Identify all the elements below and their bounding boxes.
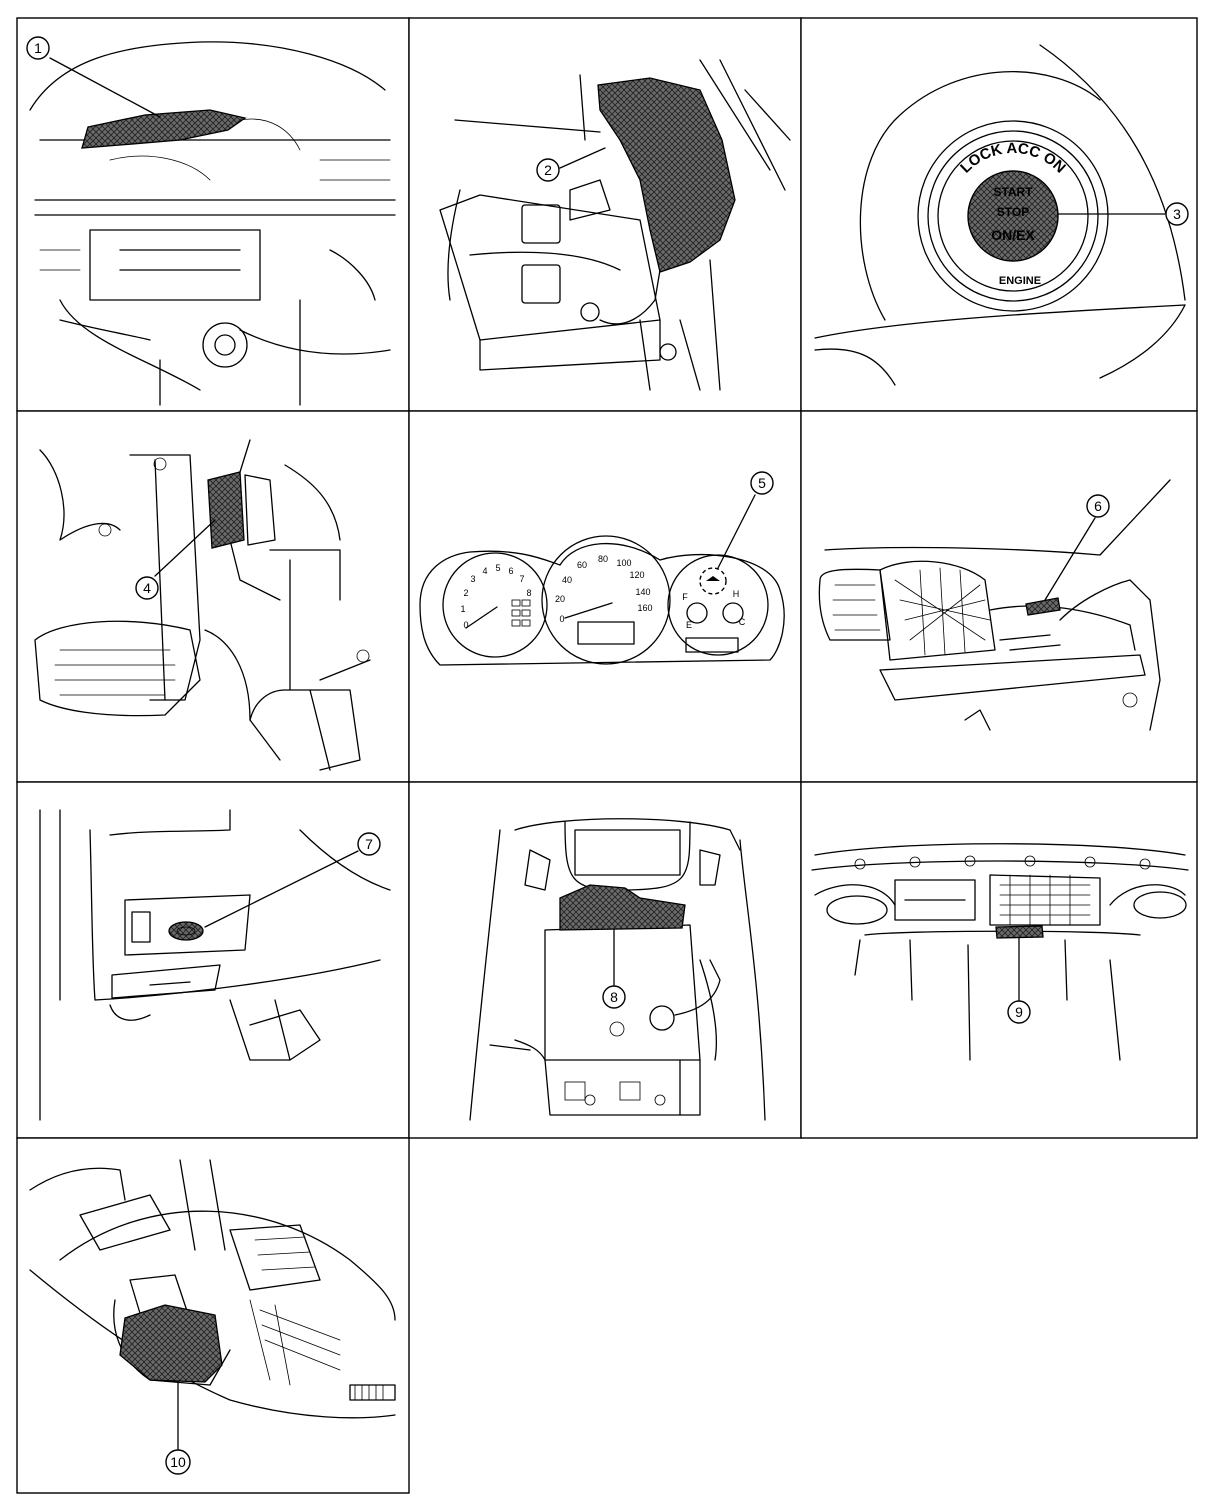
- svg-text:H: H: [733, 589, 740, 599]
- ignition-start-label: START: [993, 185, 1033, 199]
- svg-text:2: 2: [544, 162, 552, 178]
- control-unit-8-shape: [559, 884, 686, 931]
- module-9-shape: [995, 925, 1044, 939]
- ignition-button-3: [967, 170, 1059, 262]
- panel-7-dash-switch: [16, 781, 410, 1139]
- svg-text:10: 10: [170, 1454, 186, 1470]
- ignition-onoff-label: ON/EX: [991, 227, 1035, 243]
- sensor-6-shape: [1025, 597, 1061, 616]
- speed-ticks: 0 20 40 60 80 100 120 140 160: [555, 554, 653, 624]
- svg-text:2: 2: [463, 588, 468, 598]
- callout-9: 9: [1007, 1000, 1031, 1024]
- svg-text:5: 5: [495, 563, 500, 573]
- panel-2-battery-fuse-box: [408, 17, 802, 412]
- svg-text:160: 160: [637, 603, 652, 613]
- callout-3: 3: [1165, 202, 1189, 226]
- svg-text:8: 8: [526, 588, 531, 598]
- panel-4-stop-lamp-switch: [16, 410, 410, 783]
- switch-7-shape: [168, 921, 204, 941]
- panel-3-push-button-ignition: LOCK ACC ON START STOP ON/EX ENGINE: [800, 17, 1198, 412]
- speedometer-dial: [541, 535, 671, 665]
- svg-text:0: 0: [559, 614, 564, 624]
- tachometer-dial: [442, 552, 548, 658]
- callout-7: 7: [357, 832, 381, 856]
- svg-text:7: 7: [365, 836, 373, 852]
- callout-10: 10: [165, 1449, 191, 1475]
- module-1-shape: [81, 109, 247, 149]
- svg-text:4: 4: [482, 566, 487, 576]
- svg-text:C: C: [739, 617, 746, 627]
- panel-8-console-unit: [408, 781, 802, 1139]
- callout-5: 5: [750, 471, 774, 495]
- panel-1-steering-column-module: [16, 17, 410, 412]
- panel-6-hood-component: [800, 410, 1198, 783]
- svg-text:60: 60: [577, 560, 587, 570]
- panel-9-underdash-unit: [800, 781, 1198, 1139]
- svg-text:3: 3: [470, 574, 475, 584]
- svg-text:120: 120: [629, 570, 644, 580]
- switch-4-shape: [207, 471, 245, 549]
- svg-text:E: E: [686, 620, 692, 630]
- control-unit-10-shape: [119, 1304, 223, 1383]
- svg-text:3: 3: [1173, 206, 1181, 222]
- panel-5-combination-meter: 0 1 2 3 4 5 6 7 8 0 20 40 60 80 100 120 …: [408, 410, 802, 783]
- svg-text:40: 40: [562, 575, 572, 585]
- svg-text:140: 140: [635, 587, 650, 597]
- callout-1: 1: [26, 36, 50, 60]
- callout-8: 8: [602, 985, 626, 1009]
- ignition-engine-label: ENGINE: [999, 275, 1041, 287]
- callout-2: 2: [536, 158, 560, 182]
- svg-text:6: 6: [508, 566, 513, 576]
- svg-text:1: 1: [34, 40, 42, 56]
- svg-text:6: 6: [1094, 498, 1102, 514]
- svg-text:1: 1: [460, 604, 465, 614]
- panel-10-shifter-unit: [16, 1137, 410, 1494]
- svg-text:0: 0: [463, 620, 468, 630]
- svg-text:20: 20: [555, 594, 565, 604]
- svg-text:F: F: [682, 592, 688, 602]
- callout-4: 4: [135, 576, 159, 600]
- ignition-stop-label: STOP: [997, 205, 1029, 219]
- svg-text:7: 7: [519, 574, 524, 584]
- svg-text:5: 5: [758, 475, 766, 491]
- svg-text:8: 8: [610, 989, 618, 1005]
- svg-text:100: 100: [616, 558, 631, 568]
- callout-6: 6: [1086, 494, 1110, 518]
- svg-text:9: 9: [1015, 1004, 1023, 1020]
- svg-text:80: 80: [598, 554, 608, 564]
- svg-text:4: 4: [143, 580, 151, 596]
- tach-ticks: 0 1 2 3 4 5 6 7 8: [460, 563, 531, 630]
- fuse-box-2-shape: [597, 77, 736, 273]
